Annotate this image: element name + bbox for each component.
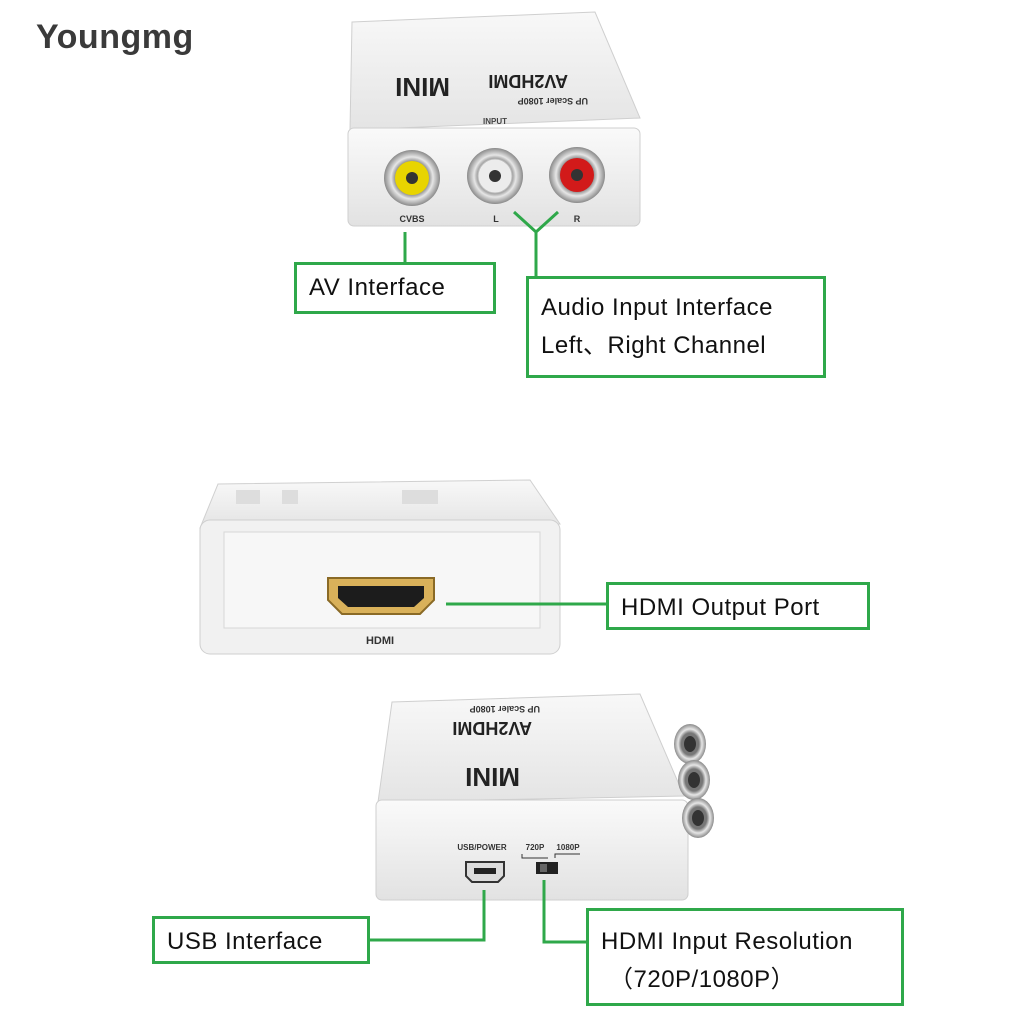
side-rca-jacks [674, 724, 714, 838]
device-mini-label: MINI [465, 762, 520, 792]
device-subtitle-label: UP Scaler 1080P [470, 704, 540, 714]
usb-power-label: USB/POWER [457, 843, 507, 852]
res-1080-label: 1080P [556, 843, 580, 852]
callout-audio-line2: Left、Right Channel [541, 332, 767, 359]
device-av-input: MINI AV2HDMI UP Scaler 1080P INPUT CVBS … [347, 11, 641, 227]
rca-jack-yellow [384, 150, 440, 206]
callout-av-interface-text: AV Interface [309, 274, 446, 301]
left-channel-label: L [493, 214, 499, 224]
device-subtitle-label: UP Scaler 1080P [518, 96, 588, 106]
device-model-label: AV2HDMI [452, 718, 532, 738]
callout-audio-line1: Audio Input Interface [541, 294, 773, 321]
device-mini-label: MINI [395, 72, 450, 102]
callout-connectors-1 [403, 210, 560, 278]
hdmi-label: HDMI [366, 635, 394, 647]
right-channel-label: R [574, 214, 581, 224]
rca-jack-red [549, 147, 605, 203]
device-input-label: INPUT [483, 117, 507, 126]
callout-hdmi-output-text: HDMI Output Port [621, 594, 820, 621]
rca-jack-white [467, 148, 523, 204]
device-hdmi-output: HDMI [199, 479, 561, 655]
res-720-label: 720P [526, 843, 545, 852]
callout-audio-input: Audio Input Interface Left、Right Channel [526, 276, 826, 378]
callout-hdmi-resolution: HDMI Input Resolution （720P/1080P） [586, 908, 904, 1006]
device-top-face [377, 693, 685, 803]
brand-watermark: Youngmg [36, 18, 194, 56]
callout-res-line2: （720P/1080P） [609, 966, 796, 993]
callout-hdmi-output: HDMI Output Port [606, 582, 870, 630]
device-model-label: AV2HDMI [488, 71, 568, 91]
device-usb-side: MINI AV2HDMI UP Scaler 1080P USB/POWER 7… [375, 693, 714, 901]
device-top-face [349, 11, 641, 131]
cvbs-label: CVBS [399, 214, 424, 224]
usb-port [465, 861, 505, 883]
callout-usb-interface: USB Interface [152, 916, 370, 964]
callout-usb-interface-text: USB Interface [167, 928, 323, 955]
callout-res-line1: HDMI Input Resolution [601, 928, 853, 955]
hdmi-port [327, 577, 435, 615]
callout-av-interface: AV Interface [294, 262, 496, 314]
resolution-switch [536, 862, 558, 874]
callout-connectors-3 [368, 880, 588, 944]
device-front-face [375, 799, 689, 901]
